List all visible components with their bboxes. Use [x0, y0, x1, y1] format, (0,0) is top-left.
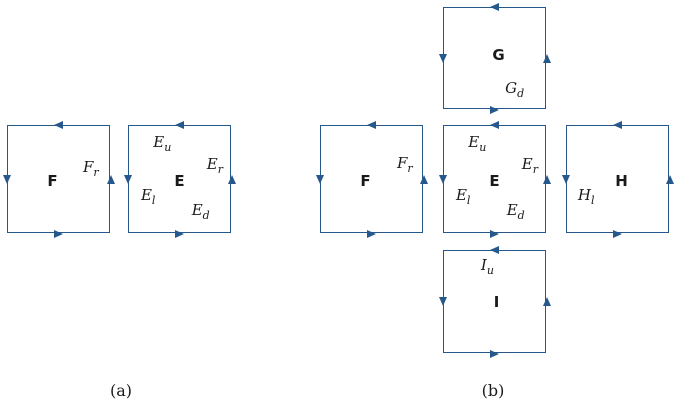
square-label-h: H [615, 172, 628, 191]
right-edge-arrow-up-icon [542, 297, 551, 306]
right-edge-arrow-up-icon [419, 174, 428, 184]
square-i-b: I Iu [438, 245, 551, 358]
square-h-b: H Hl [561, 120, 674, 238]
bottom-edge-arrow-right-icon [175, 229, 184, 238]
edge-label-g-d: Gd [505, 79, 525, 100]
top-edge-arrow-left-icon [175, 120, 184, 129]
square-g-b: G Gd [438, 2, 551, 114]
bottom-edge-arrow-right-icon [490, 229, 499, 238]
left-edge-arrow-down-icon [438, 53, 447, 63]
right-edge-arrow-up-icon [542, 53, 551, 63]
square-label-f: F [47, 172, 58, 191]
edge-label-f-r: Fr [82, 158, 99, 180]
caption-b: (b) [481, 381, 505, 400]
edge-label-e-u: Eu [153, 133, 172, 155]
bottom-edge-arrow-right-icon [367, 229, 376, 238]
edge-label-h-l: Hl [577, 186, 595, 208]
edge-label-e-u: Eu [468, 133, 487, 155]
edge-label-e-l: El [140, 186, 156, 208]
left-edge-arrow-down-icon [315, 174, 324, 184]
caption-a: (a) [109, 381, 133, 400]
edge-label-e-d: Ed [191, 200, 210, 222]
right-edge-arrow-up-icon [227, 174, 236, 184]
square-f-b: F Fr [315, 120, 428, 238]
edge-label-e-l: El [455, 186, 471, 208]
bottom-edge-arrow-right-icon [613, 229, 622, 238]
bottom-edge-arrow-right-icon [54, 229, 63, 238]
square-e-a: E Eu Er El Ed [123, 120, 236, 238]
top-edge-arrow-left-icon [613, 120, 622, 129]
right-edge-arrow-up-icon [665, 174, 674, 184]
square-label-g: G [492, 46, 505, 64]
square-label-f: F [360, 172, 371, 191]
left-edge-arrow-down-icon [438, 174, 447, 184]
edge-label-f-r: Fr [396, 154, 413, 176]
bottom-edge-arrow-right-icon [490, 105, 499, 114]
left-edge-arrow-down-icon [123, 174, 132, 184]
left-edge-arrow-down-icon [561, 174, 570, 184]
top-edge-arrow-left-icon [490, 2, 499, 11]
square-label-e: E [489, 172, 500, 191]
edge-label-e-r: Er [521, 155, 538, 177]
square-label-e: E [174, 172, 185, 191]
edge-label-e-r: Er [206, 155, 223, 177]
right-edge-arrow-up-icon [542, 174, 551, 184]
top-edge-arrow-left-icon [367, 120, 376, 129]
left-edge-arrow-down-icon [438, 297, 447, 306]
edge-label-e-d: Ed [506, 200, 525, 222]
right-edge-arrow-up-icon [106, 174, 115, 184]
top-edge-arrow-left-icon [490, 245, 499, 254]
square-f-a: F Fr [2, 120, 115, 238]
top-edge-arrow-left-icon [490, 120, 499, 129]
square-label-i: I [493, 292, 500, 311]
bottom-edge-arrow-right-icon [490, 349, 499, 358]
square-e-b: E Eu Er El Ed [438, 120, 551, 238]
left-edge-arrow-down-icon [2, 174, 11, 184]
edge-label-i-u: Iu [480, 256, 494, 278]
top-edge-arrow-left-icon [54, 120, 63, 129]
